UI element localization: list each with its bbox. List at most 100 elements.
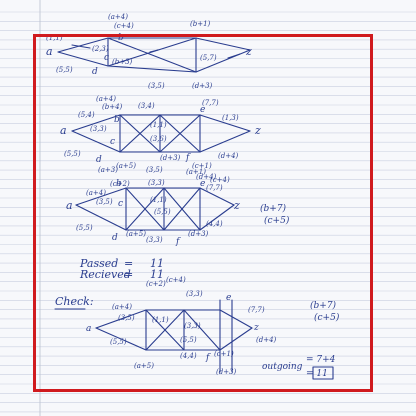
outgoing-expression: = 7+4	[306, 355, 336, 365]
graph-3: a z (a+4) (c+2) (3,5) (3,3) (1,1) (5,5) …	[66, 168, 290, 247]
graph-3-label: (a+5)	[126, 230, 146, 238]
graph-3-label: (3,3)	[148, 179, 165, 187]
graph-3-side-label: (b+7)	[260, 203, 287, 214]
svg-text:=: =	[124, 268, 133, 281]
passed-label: Passed	[79, 257, 118, 270]
svg-text:a: a	[86, 324, 91, 334]
check-edge-label: (c+1)	[214, 350, 234, 358]
graph-2: a z (a+4) (b+4) (3,4) (5,4) (3,3) (7,7) …	[60, 95, 261, 181]
graph-3-label: (a+4)	[86, 189, 106, 197]
graph-3-label: (d+3)	[188, 230, 209, 238]
graph-3-node: b	[116, 179, 122, 189]
graph-1-sink: z	[245, 45, 252, 58]
graph-3-label: (c+2)	[110, 180, 130, 188]
graph-3-label: (4,4)	[206, 220, 223, 228]
check-edge-label: (a+4)	[112, 303, 132, 311]
graph-2-label: (5,4)	[78, 111, 95, 119]
graph-3-label: (5,5)	[76, 224, 93, 232]
graph-2-label: (d+4)	[218, 152, 239, 160]
graph-2-label: (b+4)	[102, 103, 123, 111]
flow-summary: Passed = 11 Recieved = 11	[79, 257, 164, 281]
graph-2-node: b	[114, 115, 120, 125]
graph-2-label: (3,5)	[146, 166, 163, 174]
graph-3-label: (c+4)	[210, 176, 230, 184]
check-edge-label: (3,3)	[186, 290, 203, 298]
received-label: Recieved	[79, 268, 131, 281]
check-edge-label: (5,5)	[110, 338, 127, 346]
graph-2-label: (3,4)	[138, 102, 155, 110]
check-side-label: (c+5)	[314, 312, 340, 323]
graph-2-label: (3,6)	[150, 135, 167, 143]
svg-text:=: =	[124, 257, 133, 270]
graph-1: a z (1,1) (a+4) (c+4) (b+1) (5,5) (2,3) …	[46, 13, 252, 90]
check-graph: Check: a z (a+4) (c+2) (c+4) (3,5) (3,3)…	[54, 276, 340, 380]
svg-text:z: z	[253, 323, 259, 333]
received-value: 11	[150, 268, 164, 281]
graph-3-node: c	[118, 199, 123, 209]
graph-2-label: (a+5)	[116, 162, 136, 170]
graph-3-label: (3,3)	[146, 236, 163, 244]
graph-2-label: (7,7)	[202, 99, 219, 107]
graph-1-node: c	[104, 53, 109, 63]
graph-1-label: (5,5)	[56, 66, 73, 74]
graph-2-label: (d+4)	[196, 173, 217, 181]
graph-2-sink: z	[254, 124, 261, 137]
graph-3-node: d	[112, 233, 118, 243]
graph-3-label: (a+1)	[186, 168, 206, 176]
graph-1-label: (1,1)	[46, 34, 63, 42]
graph-3-label: (5,5)	[154, 208, 171, 216]
passed-value: 11	[150, 257, 164, 270]
check-edge-label: (3,5)	[118, 314, 135, 322]
graph-2-label: (1,1)	[150, 121, 167, 129]
graph-2-node: c	[110, 137, 115, 147]
graph-1-label: (b+1)	[190, 20, 211, 28]
check-edge-label: (1,1)	[152, 316, 169, 324]
check-edge-label: (a+5)	[134, 362, 154, 370]
graph-1-label: (5,7)	[200, 54, 217, 62]
graph-2-source: a	[60, 124, 67, 137]
graph-1-label: (a+4)	[108, 13, 128, 21]
check-edge-label: (5,5)	[180, 336, 197, 344]
check-edge-label: (7,7)	[248, 306, 265, 314]
graph-1-label: (b+3)	[112, 58, 133, 66]
check-edge-label: (c+2)	[146, 280, 166, 288]
graph-3-sink: z	[233, 199, 240, 212]
graph-1-node: b	[118, 33, 124, 43]
graph-1-node: d	[92, 67, 98, 77]
check-node: e	[226, 293, 231, 303]
graph-3-node: f	[175, 237, 181, 247]
graph-2-label: (3,3)	[90, 125, 107, 133]
graph-1-label: (3,5)	[148, 82, 165, 90]
graph-2-label: (1,3)	[222, 114, 239, 122]
graph-1-label: (d+3)	[192, 82, 213, 90]
graph-3-label: (3,5)	[96, 198, 113, 206]
graph-2-node: d	[96, 155, 102, 165]
graph-1-label: (c+4)	[114, 22, 134, 30]
graph-2-node: e	[200, 105, 205, 115]
graph-2-label: (5,5)	[64, 150, 81, 158]
graph-3-source: a	[66, 199, 73, 212]
graph-3-side-label: (c+5)	[264, 215, 290, 226]
graph-2-label: (c+1)	[192, 162, 212, 170]
highlight-frame	[33, 34, 373, 392]
graph-2-label: (d+3)	[160, 154, 181, 162]
graph-3-label: (7,7)	[206, 184, 223, 192]
graph-1-label: (2,3)	[92, 45, 109, 53]
graph-2-label: (a+4)	[96, 95, 116, 103]
outgoing-label: outgoing	[262, 362, 303, 372]
check-edge-label: (d+4)	[256, 336, 277, 344]
graph-3-node: e	[200, 179, 205, 189]
check-edge-label: (3,3)	[184, 322, 201, 330]
graph-2-node: f	[185, 153, 191, 163]
check-node: f	[205, 353, 211, 363]
check-edge-label: (4,4)	[180, 352, 197, 360]
outgoing-result: = 11	[306, 369, 328, 379]
graph-2-label: (a+3)	[98, 166, 118, 174]
check-edge-label: (d+3)	[216, 368, 237, 376]
graph-1-source: a	[46, 45, 53, 58]
graph-3-label: (1,1)	[150, 196, 167, 204]
check-side-label: (b+7)	[310, 300, 337, 311]
